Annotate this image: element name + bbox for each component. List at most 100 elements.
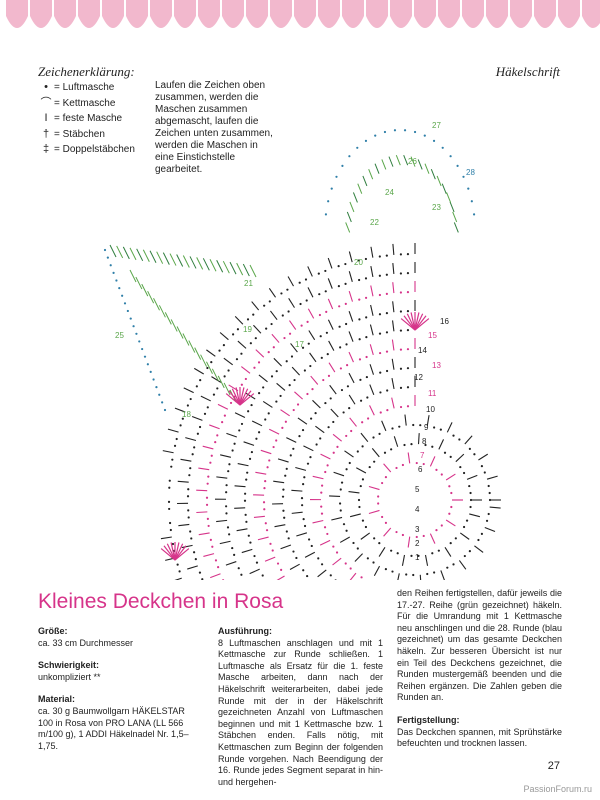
chain-dot [212, 393, 216, 396]
scallop-shape [270, 0, 292, 28]
leaf-stitch [162, 252, 170, 265]
chain-dot [320, 491, 323, 494]
chain-dot [378, 332, 382, 335]
chain-dot [410, 554, 413, 557]
chain-dot [406, 405, 410, 408]
stitch-mark [240, 366, 251, 374]
stitch-mark [255, 471, 267, 475]
stitch-mark [348, 251, 353, 263]
chain-dot [309, 455, 312, 459]
stitch-mark [253, 515, 265, 519]
chain-dot [206, 366, 209, 370]
chain-dot [440, 473, 443, 476]
leaf-stitch [374, 163, 380, 174]
stitch-mark [370, 266, 374, 278]
chain-dot [358, 338, 361, 341]
stitch-mark [276, 575, 285, 580]
chain-dot [488, 498, 492, 502]
chain-dot [243, 499, 247, 502]
chain-dot [176, 563, 179, 566]
chain-dot [319, 335, 322, 338]
chain-dot [225, 512, 228, 515]
stitch-mark [331, 516, 343, 521]
chain-dot [454, 537, 457, 540]
chain-dot [401, 533, 404, 537]
leaf-border-dot [146, 363, 149, 366]
chain-dot [459, 465, 462, 469]
chain-dot [462, 471, 466, 475]
stitch-mark [273, 480, 285, 484]
chain-dot [422, 534, 425, 538]
leaf-stitch [345, 222, 351, 233]
stitch-mark [459, 532, 470, 540]
chain-dot [344, 562, 347, 565]
chain-dot [433, 571, 436, 574]
stitch-mark [274, 524, 286, 528]
chain-dot [339, 509, 342, 512]
stitch-mark [407, 536, 411, 548]
chain-dot [320, 563, 324, 566]
chain-dot [244, 513, 247, 516]
chain-dot [285, 360, 288, 363]
leaf-border-dot [103, 248, 107, 252]
leaf-stitch [223, 382, 231, 396]
row-number-label: 8 [422, 437, 427, 446]
stitch-mark [257, 536, 269, 541]
chain-dot [223, 375, 226, 378]
chain-dot [483, 471, 486, 474]
chain-dot [295, 556, 298, 560]
chain-dot [189, 530, 192, 533]
chain-dot [168, 479, 171, 482]
slip-stitch-icon: ⌒ [40, 96, 52, 109]
chain-dot [320, 505, 323, 508]
chain-dot [324, 290, 327, 293]
chain-dot [356, 547, 359, 550]
chain-dot [228, 463, 231, 466]
stitch-mark [243, 441, 255, 446]
chain-dot [304, 278, 308, 281]
chain-dot [314, 412, 317, 415]
leaf-stitch [242, 263, 250, 277]
chain-dot [412, 423, 415, 427]
row-number-label: 5 [415, 485, 420, 494]
chain-dot [415, 461, 418, 465]
stitch-mark [349, 417, 357, 427]
row-number-label: 12 [414, 373, 423, 382]
chain-dot [329, 574, 332, 577]
leaf-stitch [217, 375, 225, 389]
chain-dot [293, 378, 296, 382]
chain-dot [377, 495, 380, 498]
chain-dot [280, 568, 283, 571]
chain-dot [267, 412, 270, 415]
chain-dot [237, 567, 240, 570]
chain-dot [339, 346, 342, 349]
chain-dot [410, 443, 413, 446]
leaf-border-dot [143, 355, 147, 358]
chain-dot [323, 526, 327, 529]
chain-dot [406, 386, 410, 389]
chain-dot [191, 453, 194, 456]
row-number-label: 24 [385, 188, 394, 197]
shell-stitch [406, 313, 416, 331]
chain-dot [168, 486, 171, 489]
stitch-mark [260, 449, 272, 455]
chain-dot [458, 438, 461, 441]
chain-dot [198, 571, 202, 574]
chain-dot [384, 521, 388, 524]
stitch-mark [294, 391, 303, 400]
chain-dot [338, 305, 341, 308]
chain-dot [378, 542, 381, 545]
chain-dot [249, 342, 252, 345]
stitch-mark [181, 544, 193, 549]
chain-dot [216, 387, 219, 390]
chain-dot [298, 435, 301, 438]
chain-dot [301, 428, 305, 432]
chain-dot [368, 465, 371, 469]
chain-dot [218, 349, 221, 352]
stitch-mark [486, 475, 498, 480]
leaf-border-dot [135, 332, 138, 335]
chain-dot [437, 549, 440, 552]
chain-dot [358, 358, 362, 361]
chain-dot [365, 336, 368, 339]
chain-dot [292, 447, 295, 450]
